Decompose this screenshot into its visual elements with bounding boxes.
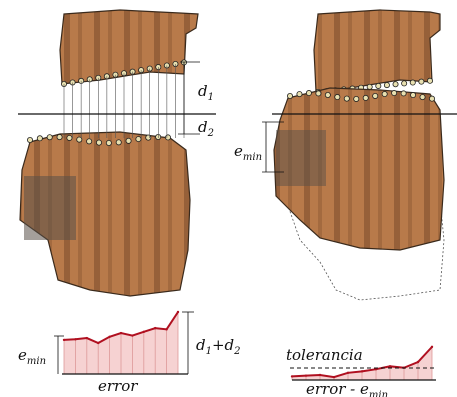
error-graph [63, 311, 179, 374]
contact-point-marker [410, 92, 415, 97]
contact-point-marker [376, 83, 381, 88]
contact-point-marker [37, 136, 42, 141]
contact-point-marker [297, 91, 302, 96]
graph-point [333, 376, 335, 378]
d1-label: d1 [198, 82, 214, 103]
graph-point [86, 337, 88, 339]
contact-point-marker [335, 94, 340, 99]
contact-point-marker [287, 93, 292, 98]
contact-point-marker [363, 95, 368, 100]
graph-point [63, 339, 65, 341]
contact-point-marker [429, 96, 434, 101]
contact-point-marker [325, 92, 330, 97]
contact-point-marker [367, 84, 372, 89]
emin-graph-label: emin [18, 346, 46, 367]
contact-point-marker [27, 137, 32, 142]
graph-point [361, 370, 363, 372]
graph-point [389, 365, 391, 367]
graph-point [74, 338, 76, 340]
contact-point-marker [126, 138, 131, 143]
graph-point [319, 374, 321, 376]
emin-right-label: emin [234, 142, 262, 163]
contact-point-marker [410, 80, 415, 85]
contact-point-marker [392, 90, 397, 95]
contact-point-marker [136, 136, 141, 141]
contact-point-marker [106, 140, 111, 145]
contact-point-marker [373, 93, 378, 98]
graph-point [120, 332, 122, 334]
contact-point-marker [146, 135, 151, 140]
contact-point-marker [427, 78, 432, 83]
graph-point [165, 328, 167, 330]
contact-point-marker [87, 139, 92, 144]
right-bottom-dark-patch [276, 130, 326, 186]
left-bottom-dark-patch [24, 176, 76, 240]
graph-point [177, 311, 179, 313]
d1-plus-d2-label: d1+d2 [196, 336, 241, 357]
contact-point-marker [47, 135, 52, 140]
contact-point-marker [67, 135, 72, 140]
contact-point-marker [96, 140, 101, 145]
contact-point-marker [401, 91, 406, 96]
left-top-fragment [60, 10, 198, 84]
graph-point [131, 334, 133, 336]
contact-point-marker [420, 94, 425, 99]
error-minus-emin-label: error - emin [306, 380, 388, 397]
contact-point-marker [116, 140, 121, 145]
graph-point [108, 336, 110, 338]
contact-point-marker [419, 79, 424, 84]
graph-point [347, 372, 349, 374]
graph-point [305, 374, 307, 376]
graph-point [154, 327, 156, 329]
contact-point-marker [306, 90, 311, 95]
contact-point-marker [316, 91, 321, 96]
contact-point-marker [402, 81, 407, 86]
error-left-label: error [98, 377, 138, 395]
graph-point [291, 375, 293, 377]
tolerancia-label: tolerancia [286, 346, 363, 364]
contact-point-marker [165, 135, 170, 140]
graph-point [431, 346, 433, 348]
graph-point [143, 331, 145, 333]
graph-point [97, 342, 99, 344]
contact-point-marker [344, 96, 349, 101]
contact-point-marker [384, 83, 389, 88]
contact-point-marker [57, 134, 62, 139]
contact-point-marker [354, 96, 359, 101]
contact-point-marker [382, 91, 387, 96]
graph-point [417, 361, 419, 363]
contact-point-marker [393, 82, 398, 87]
d2-label: d2 [198, 118, 214, 139]
